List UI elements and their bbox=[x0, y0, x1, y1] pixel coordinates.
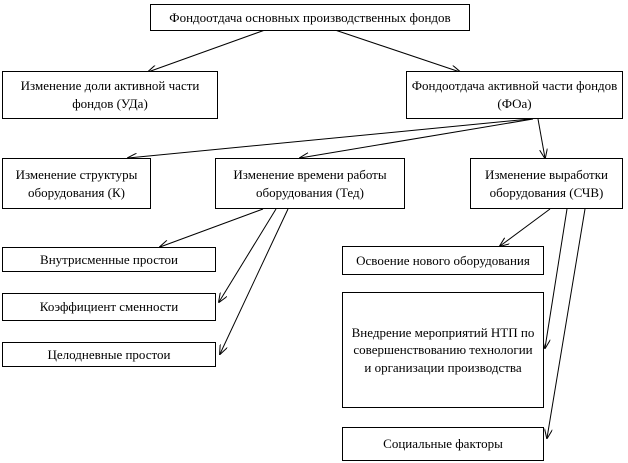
node-intra-shift: Внутрисменные простои bbox=[2, 247, 216, 272]
node-social: Социальные факторы bbox=[342, 427, 544, 461]
edge-work-time-shift-ratio bbox=[219, 208, 277, 302]
edge-active-return-output bbox=[537, 118, 545, 158]
node-new-equipment-label: Освоение нового оборудования bbox=[356, 252, 530, 268]
node-structure: Изменение структуры оборудования (К) bbox=[2, 158, 151, 209]
edge-work-time-whole-day bbox=[220, 208, 289, 354]
node-ntp-measures: Внедрение мероприятий НТП по совершенств… bbox=[342, 292, 544, 408]
edge-active-return-structure bbox=[128, 118, 531, 158]
node-whole-day: Целодневные простои bbox=[2, 342, 216, 367]
edge-output-new-equipment bbox=[500, 208, 551, 246]
node-shift-ratio-label: Коэффициент сменности bbox=[39, 299, 179, 315]
node-root-label: Фондоотдача основных производственных фо… bbox=[169, 9, 451, 25]
node-ntp-measures-label: Внедрение мероприятий НТП по совершенств… bbox=[351, 324, 535, 375]
node-root: Фондоотдача основных производственных фо… bbox=[150, 4, 470, 31]
node-whole-day-label: Целодневные простои bbox=[47, 346, 171, 362]
node-active-share-label: Изменение доли активной части фондов (УД… bbox=[20, 78, 200, 111]
node-intra-shift-label: Внутрисменные простои bbox=[40, 251, 178, 267]
edge-output-ntp-measures bbox=[545, 208, 568, 348]
edge-root-active-return bbox=[334, 29, 460, 72]
edge-root-active-share bbox=[148, 29, 266, 72]
node-social-label: Социальные факторы bbox=[383, 436, 503, 452]
node-new-equipment: Освоение нового оборудования bbox=[342, 246, 544, 275]
edge-active-return-work-time bbox=[300, 118, 534, 158]
node-output-label: Изменение выработки оборудования (СЧВ) bbox=[484, 166, 609, 200]
node-output: Изменение выработки оборудования (СЧВ) bbox=[470, 158, 623, 209]
node-work-time: Изменение времени работы оборудования (Т… bbox=[215, 158, 405, 209]
edge-work-time-intra-shift bbox=[160, 208, 264, 247]
node-structure-label: Изменение структуры оборудования (К) bbox=[15, 166, 138, 200]
node-active-return: Фондоотдача активной части фондов (ФОа) bbox=[406, 71, 623, 119]
edge-output-social bbox=[547, 208, 586, 438]
node-work-time-label: Изменение времени работы оборудования (Т… bbox=[233, 166, 387, 200]
node-active-share: Изменение доли активной части фондов (УД… bbox=[2, 71, 218, 119]
node-active-return-label: Фондоотдача активной части фондов (ФОа) bbox=[411, 78, 618, 111]
node-shift-ratio: Коэффициент сменности bbox=[2, 293, 216, 321]
